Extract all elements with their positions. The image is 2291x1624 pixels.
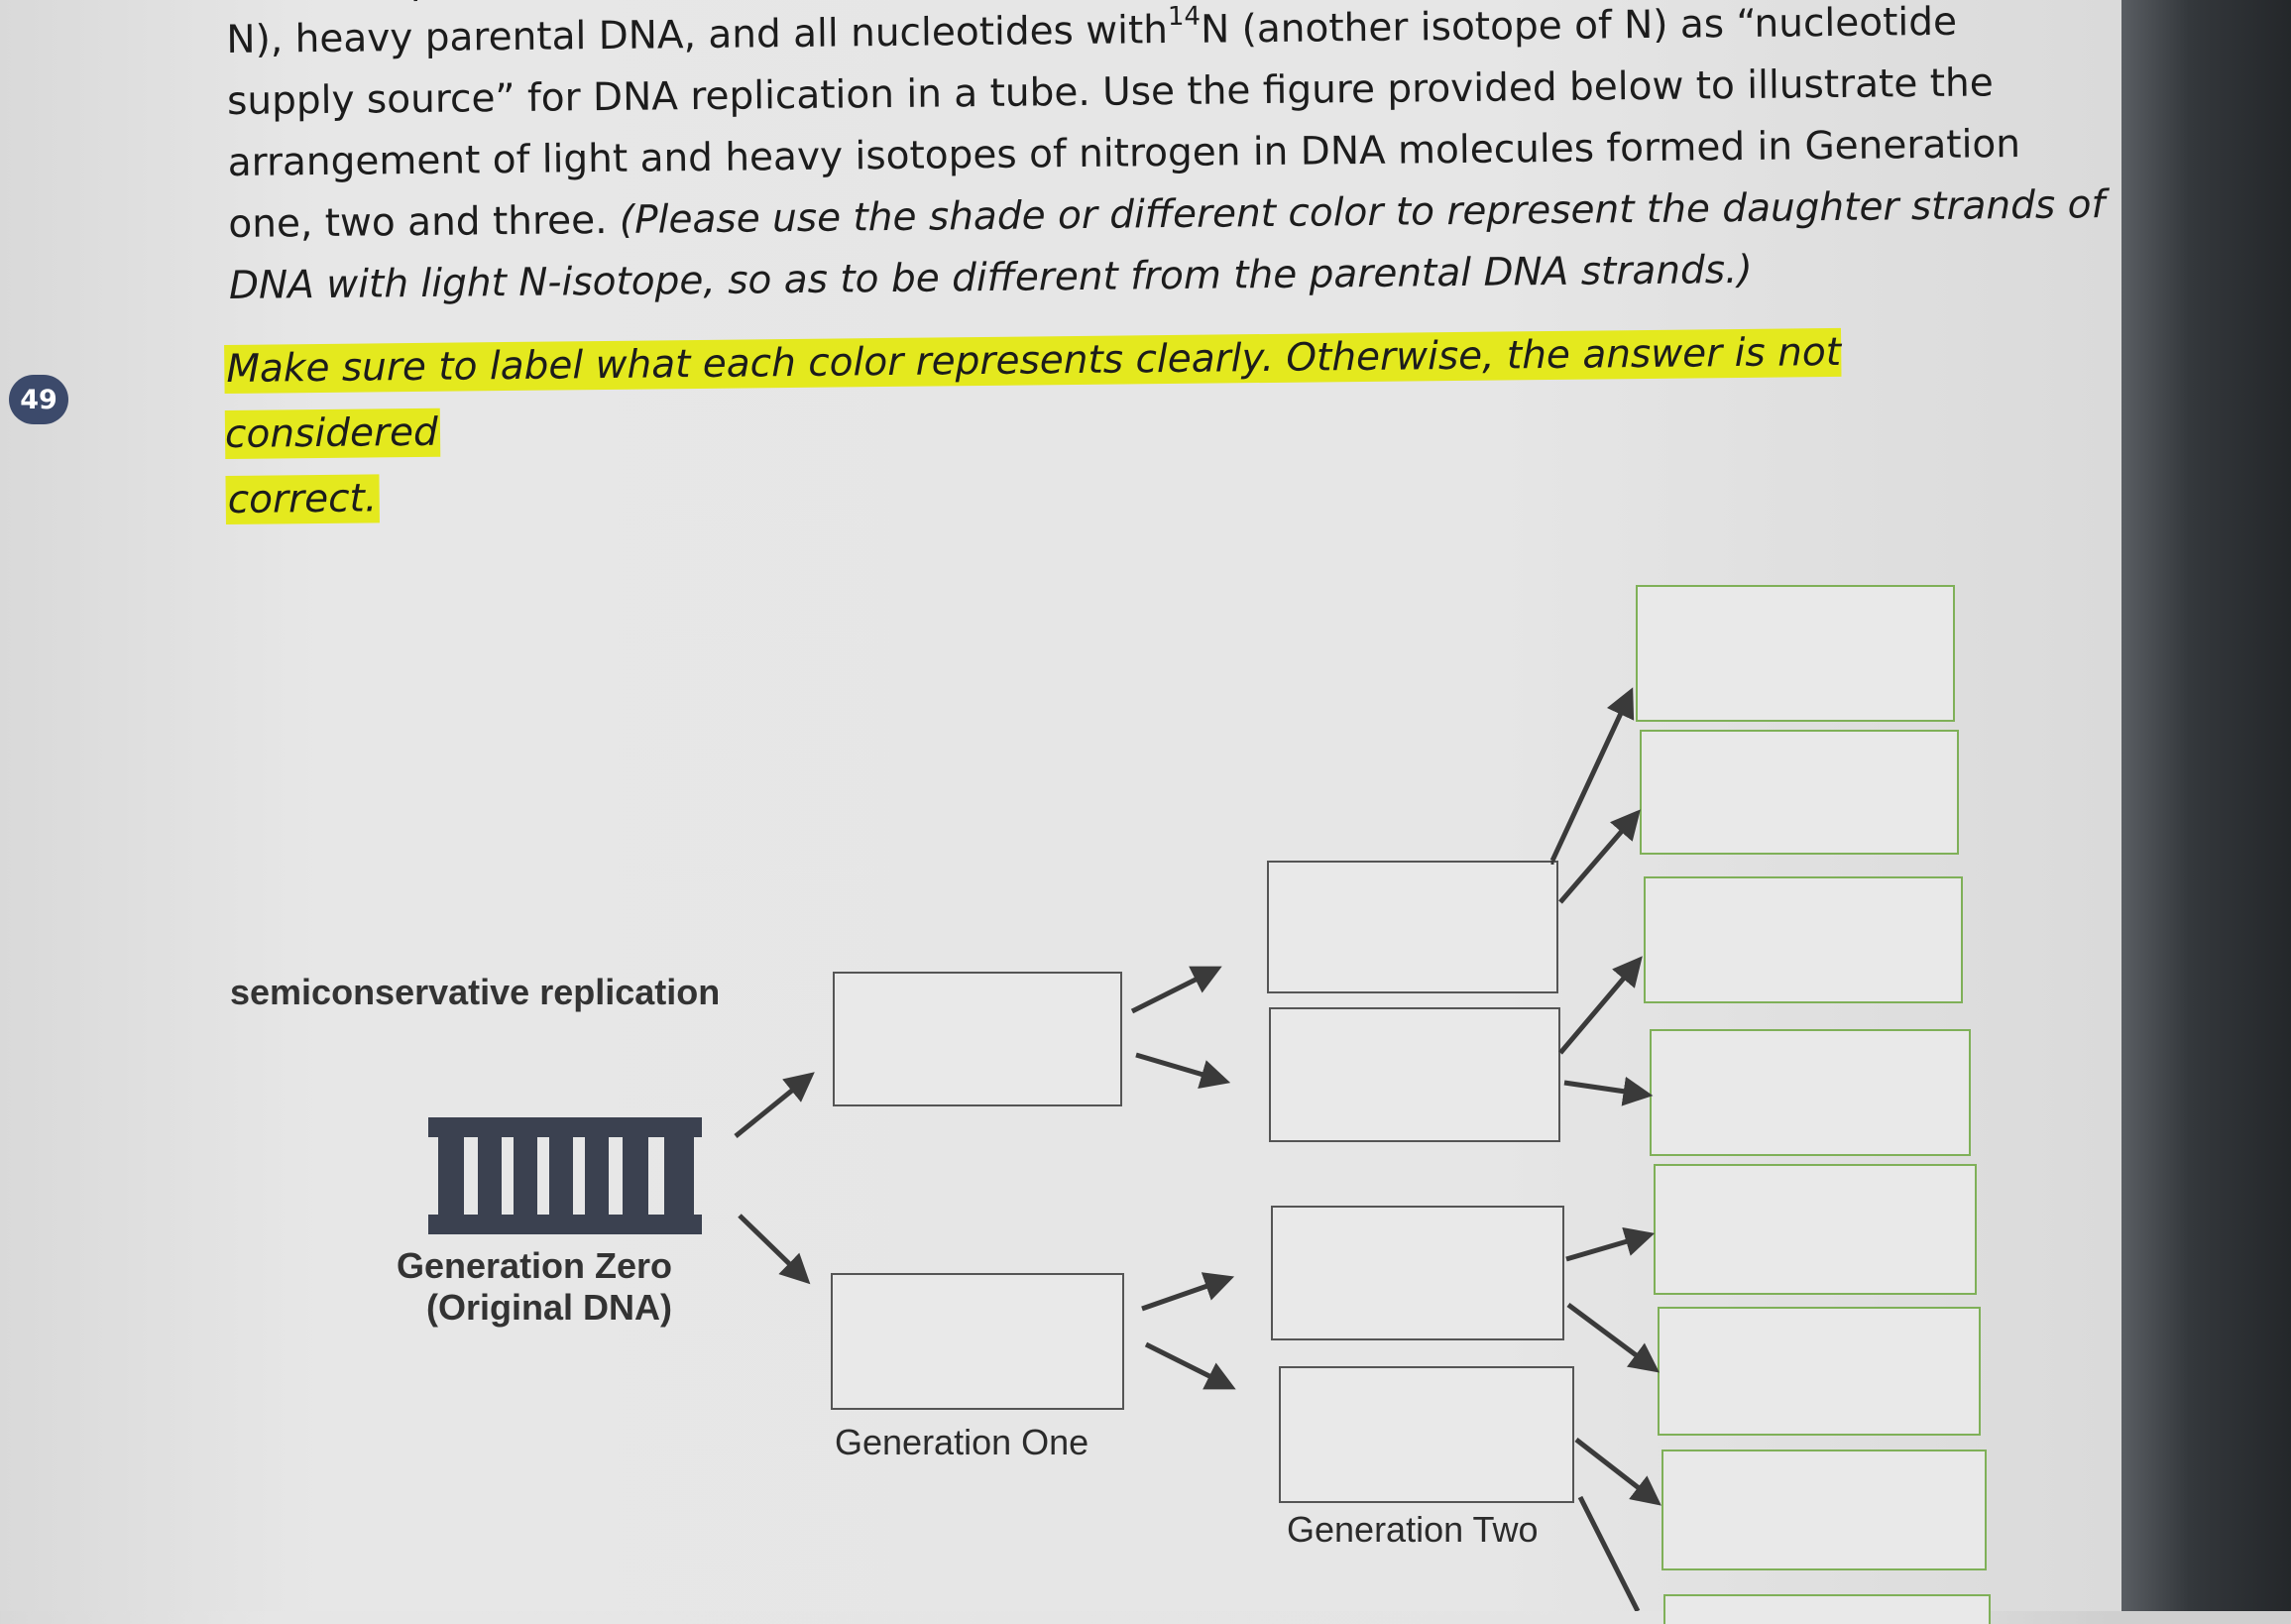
arrow-gen1a-down <box>1136 1055 1223 1081</box>
arrow-gen1b-up <box>1142 1279 1227 1309</box>
arrow-gen2c-down <box>1568 1305 1654 1368</box>
arrow-gen2d-down <box>1580 1497 1638 1611</box>
arrow-gen2c-up <box>1566 1235 1648 1259</box>
arrow-gen2a-down <box>1560 815 1636 902</box>
arrow-gen0-to-gen1-top <box>736 1077 809 1136</box>
arrow-gen0-to-gen1-bottom <box>740 1216 805 1279</box>
screen-edge <box>2121 0 2291 1611</box>
arrow-gen2d-up <box>1576 1440 1656 1501</box>
replication-arrows <box>0 0 2121 1611</box>
arrow-gen1a-up <box>1132 970 1215 1011</box>
arrow-gen2b-down <box>1564 1083 1646 1095</box>
arrow-gen1b-down <box>1146 1344 1229 1386</box>
worksheet-page: 49 In one experiment, you are given the … <box>0 0 2121 1611</box>
arrow-gen2b-up <box>1560 962 1638 1053</box>
